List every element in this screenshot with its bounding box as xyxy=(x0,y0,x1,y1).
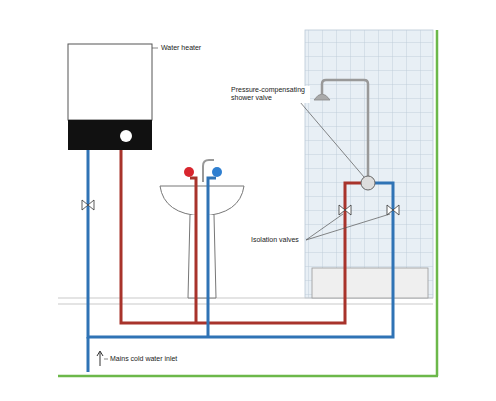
isolation-valve xyxy=(339,205,351,215)
tiled-wall xyxy=(305,30,433,298)
water-heater xyxy=(68,44,152,120)
hot-pipe xyxy=(121,150,361,323)
floor-line xyxy=(58,304,433,305)
callout-label: Mains cold water inlet xyxy=(109,355,178,363)
hot-tap xyxy=(184,167,194,177)
cold-tap xyxy=(212,167,222,177)
isolation-valve xyxy=(387,205,399,215)
hot-pipe xyxy=(190,178,196,323)
leader-line xyxy=(152,48,158,49)
leader-line xyxy=(306,214,390,240)
leader-line xyxy=(306,214,343,240)
leader-line xyxy=(300,102,364,177)
callout-label: Isolation valves xyxy=(250,236,300,244)
shower-valve xyxy=(361,176,375,190)
heater-dial xyxy=(120,130,132,142)
callout-label: Pressure-compensating shower valve xyxy=(230,86,310,103)
callout-label: Water heater xyxy=(160,44,202,52)
basin xyxy=(160,186,244,216)
shower-head xyxy=(314,94,330,100)
shower-tray xyxy=(312,268,428,298)
leader-line xyxy=(104,359,108,360)
inlet-arrow xyxy=(97,351,103,366)
frame-edge xyxy=(58,375,438,378)
shower-riser xyxy=(322,80,368,176)
cold-pipe xyxy=(87,337,90,372)
cold-pipe xyxy=(88,150,393,337)
basin-pedestal xyxy=(188,215,216,298)
water-heater-base xyxy=(68,120,152,150)
frame-edge xyxy=(436,30,439,376)
cold-pipe xyxy=(208,178,216,337)
isolation-valve xyxy=(82,200,94,210)
